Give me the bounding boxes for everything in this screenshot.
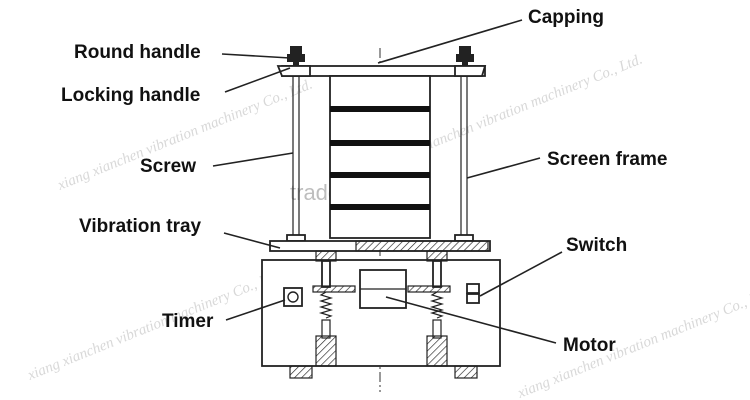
leader-vibration-tray xyxy=(223,232,281,249)
leader-locking-handle xyxy=(224,67,291,93)
leader-screw xyxy=(212,152,294,167)
spring-left xyxy=(318,291,334,319)
locking-handle-right xyxy=(454,65,487,77)
leader-screen-frame xyxy=(466,157,541,179)
label-vibration-tray: Vibration tray xyxy=(79,216,202,237)
label-screw: Screw xyxy=(140,156,196,177)
screw-left xyxy=(292,76,300,237)
motor-part xyxy=(359,269,407,309)
leader-capping xyxy=(377,19,523,64)
label-round-handle: Round handle xyxy=(74,42,201,63)
leader-motor xyxy=(385,296,557,344)
round-handle-right xyxy=(456,46,474,66)
vibration-tray-part xyxy=(269,240,491,252)
watermark-text-4: xiang xianchen vibration machinery Co., … xyxy=(515,284,750,400)
watermark-text-3: xiang xianchen vibration machinery Co., … xyxy=(25,266,285,384)
leader-round-handle xyxy=(221,53,291,59)
label-timer: Timer xyxy=(162,311,214,332)
leader-timer xyxy=(225,299,286,321)
label-motor: Motor xyxy=(563,335,616,356)
label-locking-handle: Locking handle xyxy=(61,85,200,106)
support-left xyxy=(312,250,356,367)
timer-part xyxy=(283,287,303,307)
support-right xyxy=(407,250,451,367)
label-switch: Switch xyxy=(566,235,627,256)
foot-right xyxy=(454,365,478,379)
label-screen-frame: Screen frame xyxy=(547,149,667,170)
round-handle-left xyxy=(287,46,305,66)
foot-left xyxy=(289,365,313,379)
spring-right xyxy=(429,291,445,319)
locking-handle-left xyxy=(276,65,311,77)
leader-switch xyxy=(479,251,563,297)
screen-frame-stack xyxy=(329,75,431,239)
screw-right xyxy=(460,76,468,237)
label-capping: Capping xyxy=(528,7,604,28)
switch-part xyxy=(466,283,480,304)
